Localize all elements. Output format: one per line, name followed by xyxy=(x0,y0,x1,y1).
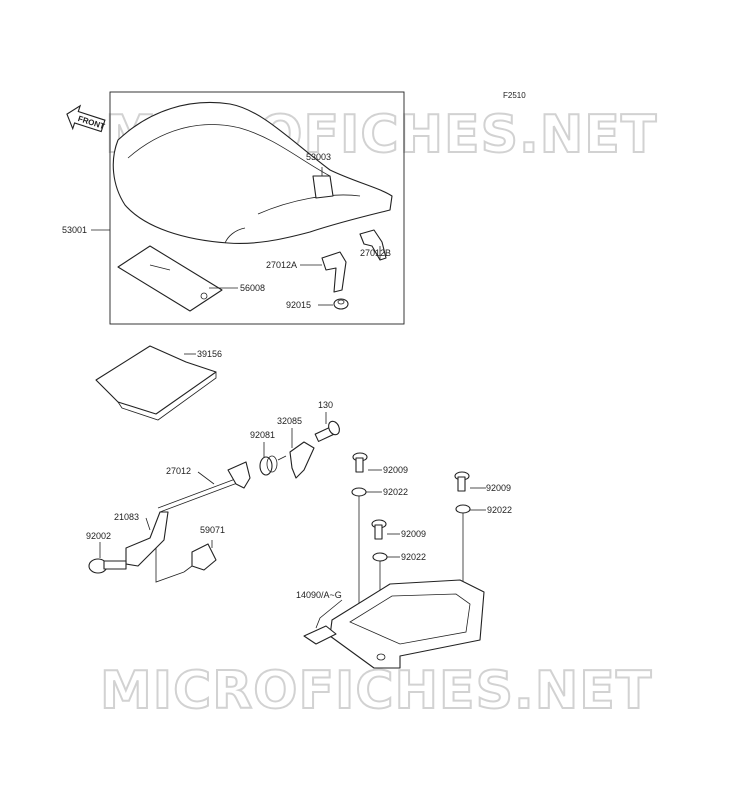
screw-92009-a xyxy=(352,452,368,473)
label-14090: 14090/A~G xyxy=(296,590,342,600)
part-92081 xyxy=(259,455,287,476)
part-14090 xyxy=(303,579,485,669)
label-27012B: 27012B xyxy=(360,248,391,258)
seat-assembly-box xyxy=(109,91,405,325)
label-27012A: 27012A xyxy=(266,260,297,270)
label-92009-a: 92009 xyxy=(383,465,408,475)
part-53003 xyxy=(312,175,334,199)
label-56008: 56008 xyxy=(240,283,265,293)
part-32085 xyxy=(289,441,315,479)
part-92015 xyxy=(333,298,349,310)
screw-92009-b xyxy=(454,471,470,492)
washer-92022-a xyxy=(351,487,367,497)
label-130: 130 xyxy=(318,400,333,410)
part-21083 xyxy=(125,511,169,567)
label-92009-b: 92009 xyxy=(486,483,511,493)
part-56008 xyxy=(117,245,223,312)
label-39156: 39156 xyxy=(197,349,222,359)
label-32085: 32085 xyxy=(277,416,302,426)
front-arrow-icon: FRONT xyxy=(66,104,106,133)
washer-92022-c xyxy=(372,552,388,562)
part-27012 xyxy=(157,461,251,513)
part-39156 xyxy=(95,345,217,421)
label-92022-b: 92022 xyxy=(487,505,512,515)
part-130 xyxy=(314,420,340,442)
label-59071: 59071 xyxy=(200,525,225,535)
screw-92009-c xyxy=(371,519,387,540)
label-92015: 92015 xyxy=(286,300,311,310)
label-92022-a: 92022 xyxy=(383,487,408,497)
figure-code: F2510 xyxy=(503,91,526,100)
seat xyxy=(112,101,393,244)
label-92022-c: 92022 xyxy=(401,552,426,562)
part-59071 xyxy=(183,543,217,573)
part-27012B xyxy=(359,229,387,261)
label-92081: 92081 xyxy=(250,430,275,440)
label-53001: 53001 xyxy=(62,225,87,235)
label-53003: 53003 xyxy=(306,152,331,162)
watermark-bottom: MICROFICHES.NET xyxy=(100,661,652,721)
label-27012: 27012 xyxy=(166,466,191,476)
label-21083: 21083 xyxy=(114,512,139,522)
part-27012A xyxy=(321,251,347,293)
part-92002 xyxy=(88,558,127,574)
label-92002: 92002 xyxy=(86,531,111,541)
label-92009-c: 92009 xyxy=(401,529,426,539)
washer-92022-b xyxy=(455,504,471,514)
